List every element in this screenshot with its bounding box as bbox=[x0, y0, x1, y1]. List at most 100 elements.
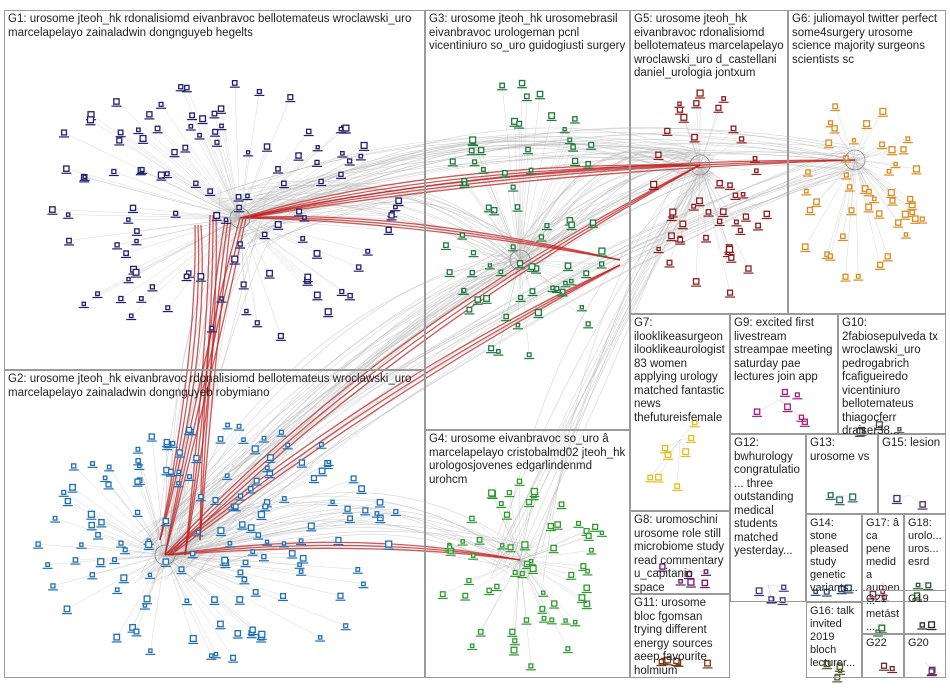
edge-line bbox=[519, 259, 553, 289]
edge-line bbox=[239, 217, 351, 296]
edge-curve bbox=[184, 146, 866, 567]
node-marker bbox=[79, 542, 84, 547]
node-marker bbox=[839, 233, 846, 240]
node-marker bbox=[199, 115, 207, 123]
node-marker bbox=[304, 273, 312, 281]
node-marker bbox=[879, 141, 885, 148]
node-marker bbox=[214, 139, 220, 145]
edge-line bbox=[473, 252, 521, 261]
edge-curve bbox=[250, 202, 515, 266]
node-marker bbox=[550, 544, 557, 552]
node-marker bbox=[275, 165, 281, 172]
node-marker bbox=[302, 215, 307, 220]
edge-curve bbox=[140, 508, 519, 579]
node-marker bbox=[310, 475, 318, 482]
edge-line bbox=[239, 217, 265, 235]
node-marker bbox=[469, 269, 475, 276]
edge-line bbox=[239, 128, 342, 219]
edge-line bbox=[185, 147, 241, 219]
edge-curve bbox=[517, 170, 704, 281]
node-marker bbox=[182, 144, 189, 151]
highlight-edge bbox=[239, 164, 701, 219]
edge-curve bbox=[491, 163, 698, 567]
group-label-g21: G21 bbox=[866, 593, 887, 605]
node-marker bbox=[129, 623, 136, 631]
edge-curve bbox=[158, 162, 692, 576]
node-marker bbox=[691, 203, 697, 209]
node-marker bbox=[157, 171, 166, 179]
group-panel-g20: G20 bbox=[904, 634, 946, 678]
edge-line bbox=[854, 159, 859, 277]
node-marker bbox=[907, 195, 914, 203]
group-label-g17: G17: â ca pene medida aumen... metást... bbox=[866, 517, 900, 633]
node-marker bbox=[851, 138, 857, 143]
node-marker bbox=[866, 188, 872, 195]
node-marker bbox=[528, 558, 534, 564]
node-marker bbox=[580, 563, 587, 570]
node-marker bbox=[805, 169, 811, 175]
node-marker bbox=[915, 582, 921, 588]
node-marker bbox=[886, 168, 892, 174]
node-marker bbox=[219, 123, 224, 129]
edge-line bbox=[164, 554, 304, 559]
node-marker bbox=[128, 313, 134, 319]
nodes-layer bbox=[33, 79, 938, 683]
node-marker bbox=[247, 524, 255, 532]
edge-line bbox=[142, 138, 241, 219]
node-marker bbox=[338, 126, 344, 132]
edge-line bbox=[854, 123, 867, 161]
node-marker bbox=[89, 572, 96, 578]
edge-line bbox=[854, 159, 866, 189]
node-marker bbox=[745, 265, 752, 272]
node-marker bbox=[305, 128, 312, 135]
edge-line bbox=[854, 149, 893, 161]
edge-line bbox=[164, 553, 293, 556]
group-panel-g15: G15: lesion bbox=[878, 434, 946, 514]
edge-curve bbox=[182, 520, 516, 558]
node-marker bbox=[658, 658, 665, 665]
node-marker bbox=[530, 487, 539, 496]
node-marker bbox=[134, 238, 139, 244]
highlight-edge bbox=[159, 224, 196, 541]
edge-line bbox=[84, 176, 241, 219]
node-marker bbox=[258, 630, 266, 638]
node-marker bbox=[388, 212, 395, 219]
edge-curve bbox=[146, 266, 507, 547]
node-marker bbox=[97, 558, 105, 566]
node-marker bbox=[339, 288, 345, 295]
node-marker bbox=[139, 166, 145, 173]
edge-curve bbox=[142, 272, 526, 547]
node-marker bbox=[223, 217, 229, 222]
edge-line bbox=[75, 554, 166, 561]
edge-line bbox=[849, 159, 856, 187]
edge-line bbox=[120, 132, 241, 219]
node-marker bbox=[184, 84, 190, 91]
node-marker bbox=[836, 663, 844, 670]
node-marker bbox=[295, 152, 302, 159]
node-marker bbox=[197, 273, 205, 280]
node-marker bbox=[727, 182, 733, 188]
edge-line bbox=[519, 559, 553, 621]
node-marker bbox=[564, 262, 572, 270]
edge-line bbox=[97, 534, 166, 556]
node-marker bbox=[138, 296, 144, 301]
node-marker bbox=[842, 273, 849, 280]
node-marker bbox=[254, 320, 260, 326]
edge-line bbox=[164, 554, 364, 585]
node-marker bbox=[849, 493, 857, 501]
edge-line bbox=[506, 514, 521, 561]
edge-curve bbox=[542, 153, 710, 583]
node-marker bbox=[832, 103, 839, 110]
node-marker bbox=[50, 583, 56, 589]
group-panel-g5: G5: urosome jteoh_hk eivanbravoc rdonali… bbox=[630, 10, 788, 314]
node-marker bbox=[871, 196, 877, 202]
edge-line bbox=[164, 442, 168, 556]
node-marker bbox=[231, 255, 239, 263]
node-marker bbox=[538, 234, 545, 240]
edge-curve bbox=[145, 172, 713, 540]
node-marker bbox=[598, 247, 606, 255]
node-marker bbox=[195, 529, 201, 535]
node-marker bbox=[673, 657, 680, 665]
edge-curve bbox=[175, 168, 854, 571]
edge-line bbox=[679, 422, 695, 441]
